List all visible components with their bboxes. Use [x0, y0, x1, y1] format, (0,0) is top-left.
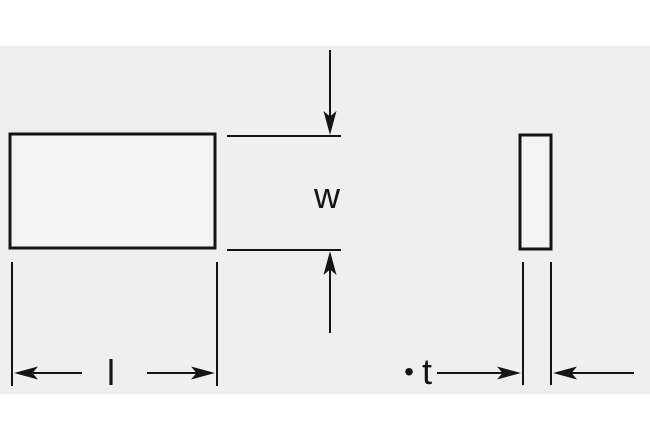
length-right-arrowhead-icon: [191, 366, 215, 380]
width-down-arrowhead-icon: [323, 111, 337, 135]
thickness-left-arrowhead-icon: [553, 366, 577, 380]
length-left-arrowhead-icon: [14, 366, 38, 380]
line-strokes: [8, 50, 634, 386]
side-view-rectangle: [518, 133, 553, 251]
arrowheads: [14, 111, 577, 380]
length-label: l: [107, 352, 115, 393]
thickness-bullet-icon: •: [404, 356, 414, 387]
front-view-rectangle: [8, 132, 217, 250]
width-up-arrowhead-icon: [323, 251, 337, 275]
width-label: w: [314, 175, 340, 216]
thickness-right-arrowhead-icon: [497, 366, 521, 380]
thickness-label: t: [421, 351, 433, 392]
